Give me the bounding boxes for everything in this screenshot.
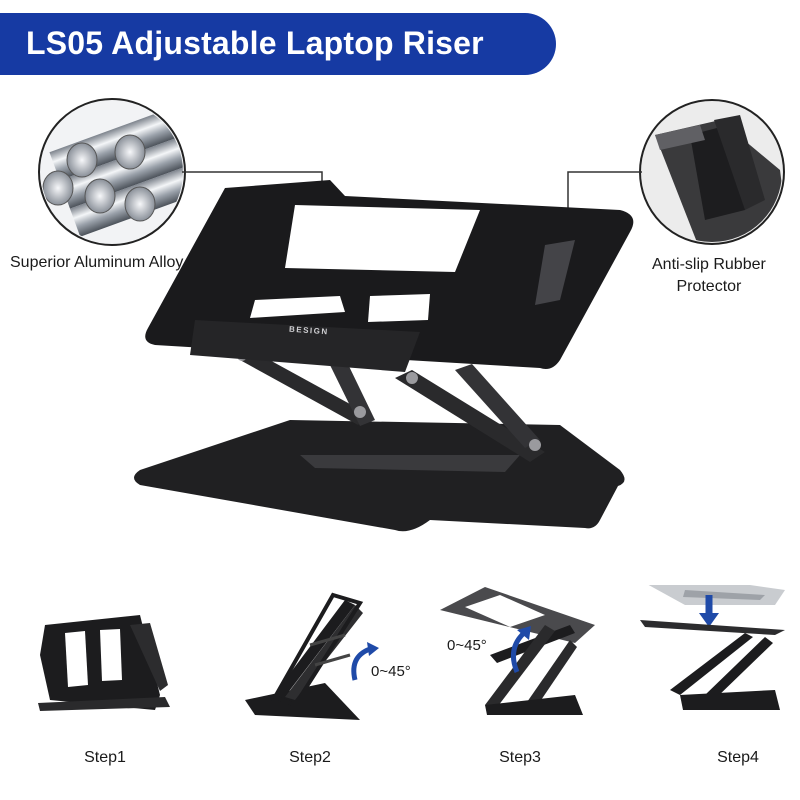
- alloy-callout-label: Superior Aluminum Alloy: [10, 254, 184, 271]
- step-2: 0~45° Step2: [215, 585, 411, 785]
- step-2-image: [245, 592, 364, 720]
- step-3: 0~45° Step3: [425, 585, 615, 785]
- step-2-label: Step2: [289, 749, 331, 766]
- page-title: LS05 Adjustable Laptop Riser: [26, 25, 484, 61]
- laptop-stand: [134, 180, 634, 532]
- step-3-label: Step3: [499, 749, 541, 766]
- rubber-callout-label: Anti-slip Rubber Protector: [652, 254, 766, 298]
- step-2-angle-label: 0~45°: [371, 663, 411, 680]
- title-banner-shape: [0, 13, 556, 75]
- step-4-image: [640, 585, 785, 710]
- step-3-angle-label: 0~45°: [447, 637, 487, 654]
- step-1-image: [38, 615, 170, 711]
- rubber-callout-label-line1: Anti-slip Rubber: [652, 256, 766, 273]
- rubber-protector-image: [639, 99, 785, 245]
- step-4-label: Step4: [717, 749, 759, 766]
- step-1-label: Step1: [84, 749, 126, 766]
- step-3-rotate-arrow-icon: [510, 626, 531, 673]
- step-4: Step4: [625, 585, 800, 785]
- step-1: Step1: [10, 585, 200, 785]
- step-3-image: [440, 587, 595, 715]
- main-product-illustration: [38, 98, 785, 532]
- title-banner: LS05 Adjustable Laptop Riser: [0, 13, 556, 75]
- aluminum-rods-image: [38, 98, 186, 246]
- step-2-rotate-arrow-icon: [351, 642, 379, 681]
- rubber-callout-label-line2: Protector: [676, 278, 742, 295]
